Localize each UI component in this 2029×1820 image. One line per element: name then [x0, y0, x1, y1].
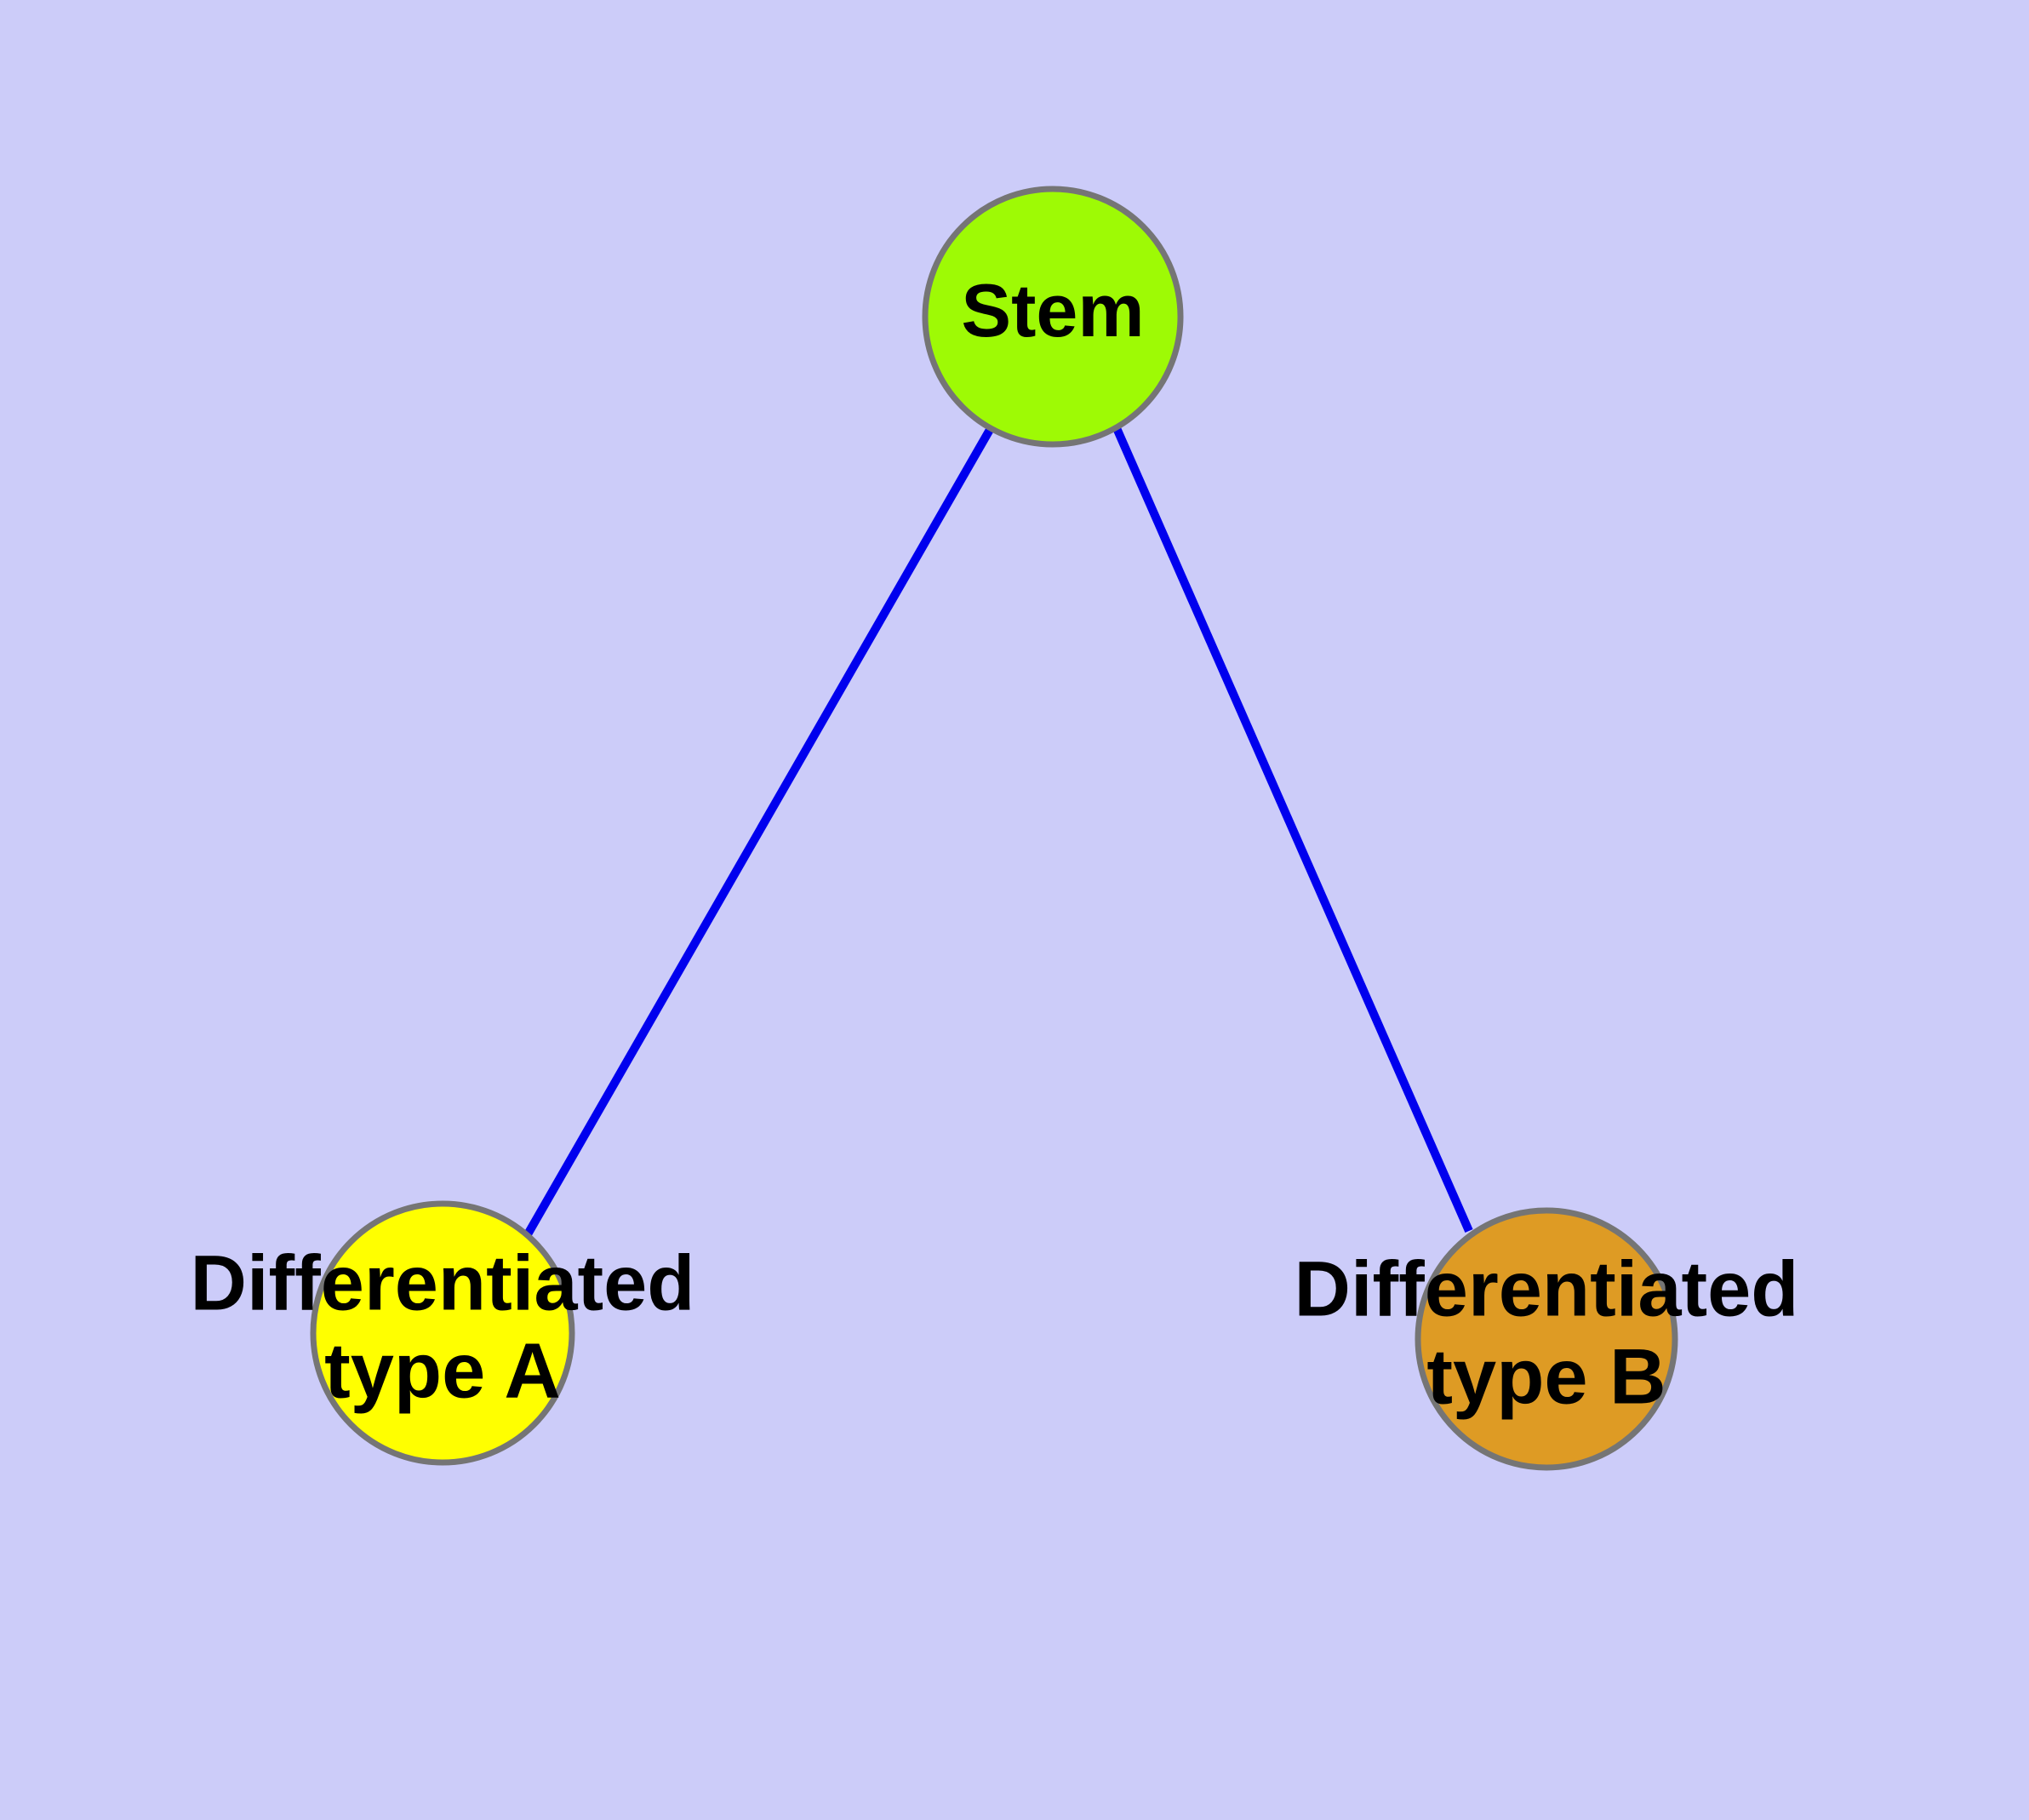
node-label-stem: Stem [961, 268, 1144, 352]
node-label-line: Differentiated [191, 1240, 695, 1327]
node-diff-b[interactable] [1415, 1207, 1678, 1471]
edge-stem-to-diff-a [523, 426, 995, 1237]
node-stem[interactable] [922, 186, 1184, 448]
node-label-line: Stem [961, 268, 1144, 352]
node-label-line: type B [1426, 1334, 1666, 1421]
node-layer [310, 186, 1678, 1471]
node-diff-a[interactable] [310, 1200, 575, 1466]
node-label-line: type A [324, 1328, 561, 1415]
edge-stem-to-diff-b [1112, 426, 1473, 1233]
edge-layer [523, 426, 1473, 1237]
node-label-line: Differentiated [1295, 1246, 1799, 1333]
